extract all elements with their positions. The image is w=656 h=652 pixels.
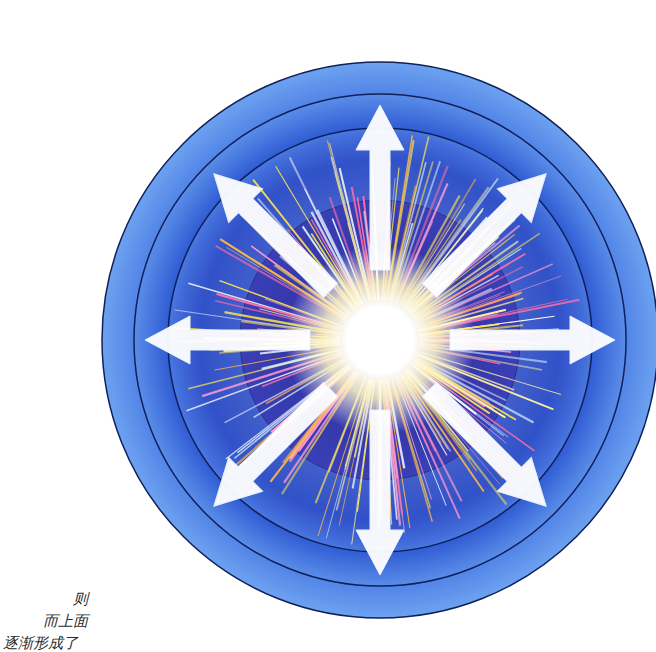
outward-arrow xyxy=(197,373,348,524)
ring xyxy=(134,94,626,586)
outward-arrow xyxy=(145,316,310,364)
outward-arrow xyxy=(356,410,404,575)
text-fragment: 而上面 xyxy=(43,612,88,630)
outward-arrow xyxy=(356,105,404,270)
outward-arrow xyxy=(197,157,348,308)
ring xyxy=(102,62,656,618)
text-fragment: 则 xyxy=(73,590,88,608)
text-fragment: 逐渐形成了 xyxy=(3,634,78,652)
outward-arrow xyxy=(413,157,564,308)
outward-arrow xyxy=(450,316,615,364)
arrows xyxy=(145,105,615,575)
outward-arrow xyxy=(413,373,564,524)
